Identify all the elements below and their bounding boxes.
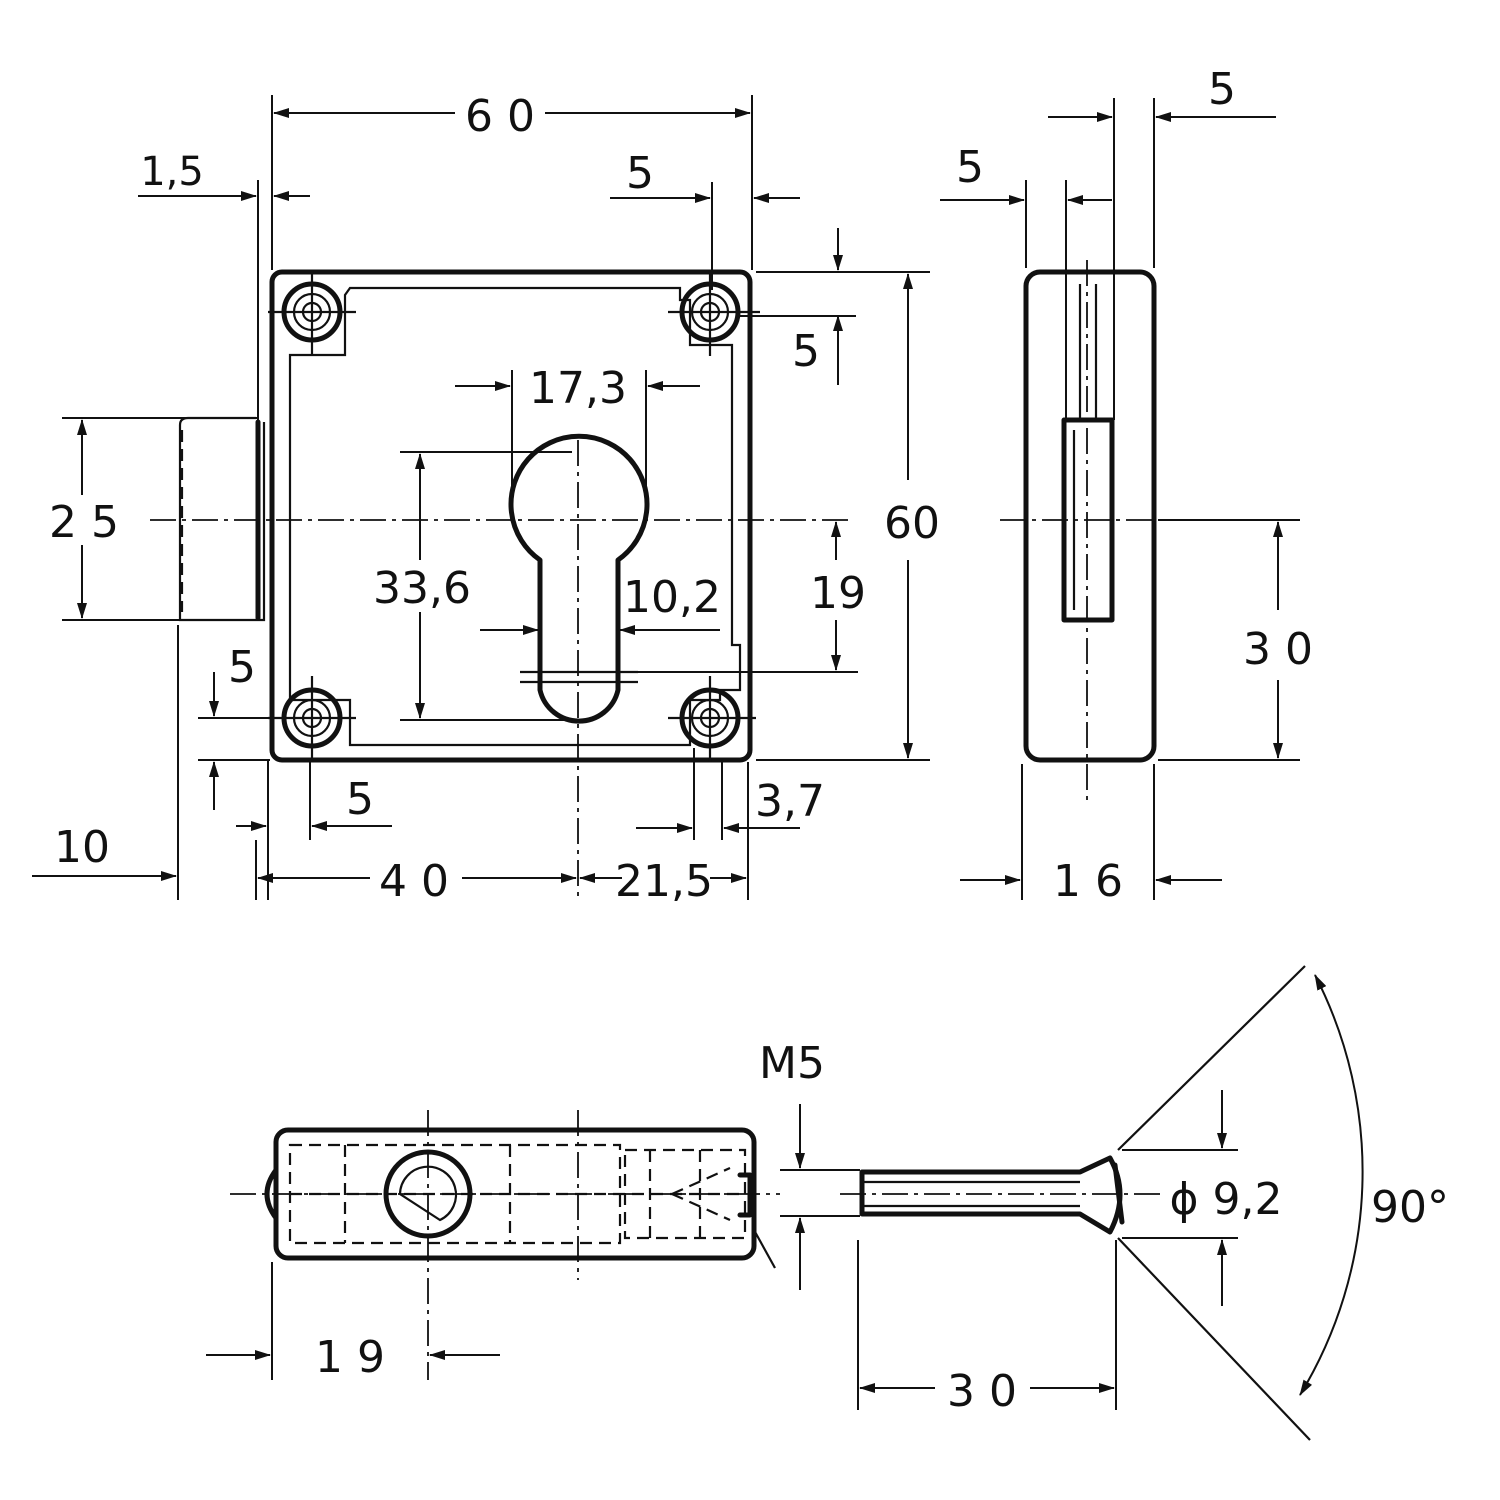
inner-plate-outline: [288, 286, 742, 747]
dim-right-screw-offset: 5: [626, 148, 654, 199]
screw-top-left: [268, 270, 356, 356]
screw-top-right: [668, 270, 760, 356]
screw-slot: [1112, 1162, 1125, 1225]
dim-screw-length: 3 0: [947, 1366, 1017, 1417]
dim-screw-bottom-offset: 5: [228, 642, 256, 693]
side-case-outline: [1023, 269, 1157, 763]
bottom-slant-line: [753, 1229, 776, 1269]
dim-side-lower-height: 3 0: [1243, 624, 1313, 675]
dim-cylinder-lower-width: 10,2: [623, 572, 721, 623]
side-view-dimensions: 5 5 1 6 3 0: [940, 64, 1313, 907]
bottom-left-knob: [264, 1167, 279, 1221]
bottom-right-screw-head: [737, 1172, 753, 1218]
dim-cylinder-height: 33,6: [373, 563, 471, 614]
bottom-view-dimensions: 1 9: [206, 1262, 500, 1383]
dim-bolt-height: 2 5: [49, 497, 119, 548]
dim-side-left-inset: 5: [956, 142, 984, 193]
dim-left-offset: 1,5: [140, 149, 204, 195]
dim-cylinder-width: 17,3: [529, 363, 627, 414]
front-view-dimensions: 6 0 1,5 5 60 5 17,3 33,6: [32, 91, 940, 907]
dim-width-top: 6 0: [465, 91, 535, 142]
dim-countersink-angle: 90°: [1371, 1182, 1449, 1233]
bottom-view: [230, 1110, 780, 1380]
dim-screw-thread: M5: [759, 1038, 825, 1089]
screw-dimensions: M5 3 0 ϕ 9,2 90°: [759, 974, 1449, 1417]
bottom-hidden-cone: [671, 1166, 731, 1222]
dim-screw-top-offset: 5: [792, 326, 820, 377]
dim-bottom-hole-offset: 1 9: [315, 1332, 385, 1383]
dim-side-depth: 1 6: [1053, 856, 1123, 907]
dim-screw-left-offset: 5: [346, 774, 374, 825]
side-view: [1000, 260, 1185, 800]
lock-case-outline: [269, 269, 753, 763]
bottom-hole-inner: [398, 1165, 458, 1222]
dim-bolt-projection: 10: [54, 822, 110, 873]
dim-screw-head-diameter: ϕ 9,2: [1170, 1174, 1283, 1225]
countersink-line-upper: [1117, 965, 1306, 1151]
dim-screw-right-offset: 3,7: [755, 776, 825, 827]
latch-bolt: [178, 416, 266, 622]
dim-backset: 4 0: [379, 856, 449, 907]
countersunk-screw: [840, 965, 1311, 1441]
dim-center-to-right: 21,5: [615, 856, 713, 907]
dim-center-to-lower: 19: [810, 568, 866, 619]
screw-shank: [859, 1155, 1123, 1235]
countersink-line-lower: [1117, 1237, 1311, 1441]
screw-bottom-right: [668, 676, 756, 762]
dim-height-right: 60: [884, 498, 940, 549]
front-view: [150, 269, 850, 900]
dim-side-right-inset: 5: [1208, 64, 1236, 115]
